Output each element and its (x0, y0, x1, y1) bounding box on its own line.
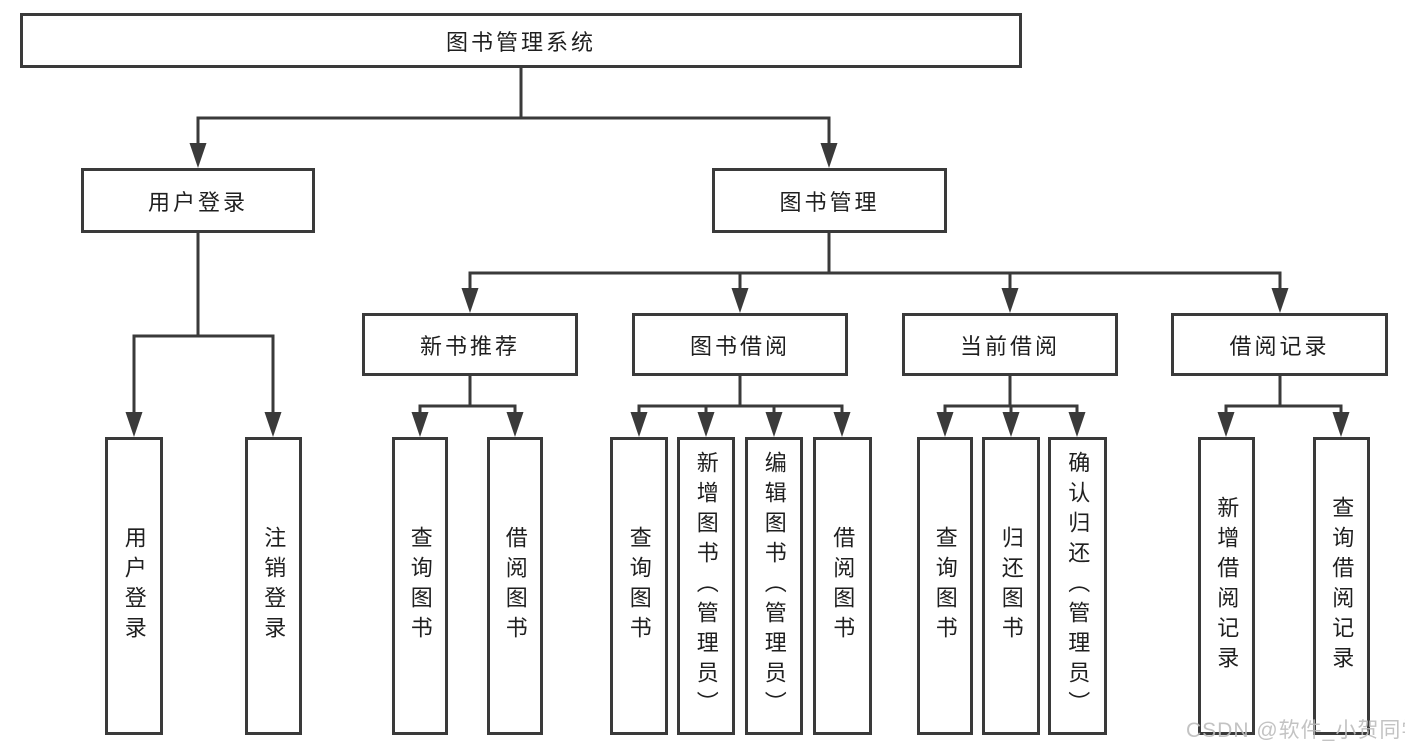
leaf-add-books-admin: 新增图书（管理员） (677, 437, 735, 735)
leaf-user-login: 用户登录 (105, 437, 163, 735)
leaf-query-books-current: 查询图书 (917, 437, 973, 735)
node-label: 借阅图书 (502, 526, 528, 646)
leaf-query-books-borrow: 查询图书 (610, 437, 668, 735)
node-label: 查询图书 (626, 526, 652, 646)
node-book-management: 图书管理 (712, 168, 947, 233)
node-label: 查询借阅记录 (1329, 496, 1355, 676)
node-label: 新增借阅记录 (1214, 496, 1240, 676)
leaf-query-borrow-record: 查询借阅记录 (1313, 437, 1370, 735)
leaf-logout: 注销登录 (245, 437, 302, 735)
leaf-borrow-books-recommend: 借阅图书 (487, 437, 543, 735)
node-label: 当前借阅 (959, 333, 1060, 359)
node-label: 新增图书（管理员） (693, 451, 719, 721)
leaf-return-books: 归还图书 (982, 437, 1040, 735)
node-library-management-system: 图书管理系统 (20, 13, 1022, 68)
node-label: 新书推荐 (419, 333, 520, 359)
node-user-login: 用户登录 (81, 168, 315, 233)
leaf-add-borrow-record: 新增借阅记录 (1198, 437, 1255, 735)
node-label: 注销登录 (261, 526, 287, 646)
csdn-watermark: CSDN @软件_小贺同学 (1186, 719, 1405, 742)
node-new-book-recommendation: 新书推荐 (362, 313, 578, 376)
leaf-edit-books-admin: 编辑图书（管理员） (745, 437, 803, 735)
node-label: 图书管理系统 (445, 29, 596, 55)
leaf-query-books-recommend: 查询图书 (392, 437, 448, 735)
node-label: 用户登录 (147, 189, 248, 215)
node-label: 查询图书 (932, 526, 958, 646)
leaf-confirm-return-admin: 确认归还（管理员） (1048, 437, 1107, 735)
node-label: 确认归还（管理员） (1065, 451, 1091, 721)
node-label: 用户登录 (121, 526, 147, 646)
node-label: 借阅记录 (1229, 333, 1330, 359)
node-borrowing-records: 借阅记录 (1171, 313, 1388, 376)
node-label: 图书管理 (779, 189, 880, 215)
node-label: 归还图书 (998, 526, 1024, 646)
node-label: 编辑图书（管理员） (761, 451, 787, 721)
node-current-borrowing: 当前借阅 (902, 313, 1118, 376)
node-label: 查询图书 (407, 526, 433, 646)
node-book-borrowing: 图书借阅 (632, 313, 848, 376)
leaf-borrow-books: 借阅图书 (813, 437, 872, 735)
node-label: 借阅图书 (830, 526, 856, 646)
node-label: 图书借阅 (689, 333, 790, 359)
